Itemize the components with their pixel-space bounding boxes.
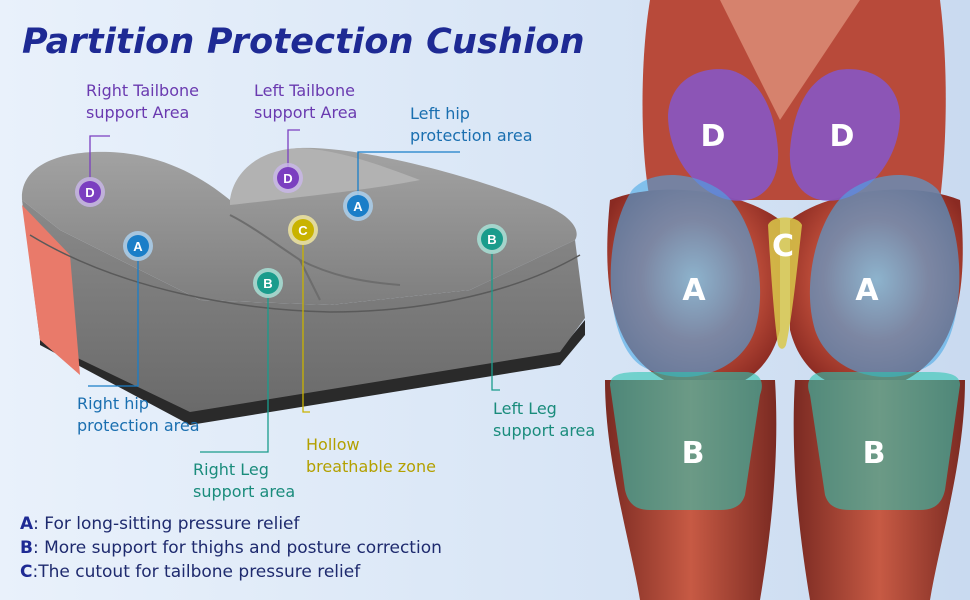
leader-left-tailbone — [287, 129, 300, 170]
legend-item-c: C:The cutout for tailbone pressure relie… — [20, 562, 361, 582]
marker-c: C — [288, 215, 318, 245]
svg-text:C: C — [298, 223, 308, 238]
marker-d-left: D — [273, 163, 303, 193]
label-left-leg: Left Leg support area — [493, 399, 596, 440]
page-title: Partition Protection Cushion — [22, 22, 585, 62]
marker-b-right: B — [253, 268, 283, 298]
body-label-c: C — [772, 229, 794, 264]
label-hollow: Hollow breathable zone — [306, 435, 436, 476]
leader-left-hip — [357, 151, 460, 198]
legend-item-a: A: For long-sitting pressure relief — [20, 514, 300, 534]
label-left-hip: Left hip protection area — [410, 104, 533, 145]
label-right-hip: Right hip protection area — [77, 394, 200, 435]
body-label-d-left: D — [830, 119, 855, 154]
marker-d-right: D — [75, 177, 105, 207]
svg-text:A: A — [133, 239, 143, 254]
svg-text:B: B — [263, 276, 272, 291]
body-label-b-right: B — [682, 436, 705, 471]
body-label-b-left: B — [863, 436, 886, 471]
marker-a-left: A — [343, 191, 373, 221]
leader-left-leg — [491, 252, 500, 391]
leader-right-leg — [200, 296, 269, 453]
label-right-tailbone: Right Tailbone support Area — [86, 81, 199, 122]
body-label-d-right: D — [701, 119, 726, 154]
label-right-leg: Right Leg support area — [193, 460, 296, 501]
svg-text:B: B — [487, 232, 496, 247]
anatomy-figure: D D C A A B B — [605, 0, 965, 600]
label-left-tailbone: Left Tailbone support Area — [254, 81, 358, 122]
body-label-a-right: A — [682, 273, 706, 308]
legend-item-b: B: More support for thighs and posture c… — [20, 538, 442, 558]
body-label-a-left: A — [855, 273, 879, 308]
leader-hollow — [302, 244, 310, 413]
svg-text:D: D — [283, 171, 292, 186]
leader-right-hip — [88, 258, 139, 387]
svg-text:A: A — [353, 199, 363, 214]
legend: A: For long-sitting pressure relief B: M… — [20, 512, 442, 584]
svg-text:D: D — [85, 185, 94, 200]
leader-right-tailbone — [89, 135, 110, 178]
marker-a-right: A — [123, 231, 153, 261]
marker-b-left: B — [477, 224, 507, 254]
